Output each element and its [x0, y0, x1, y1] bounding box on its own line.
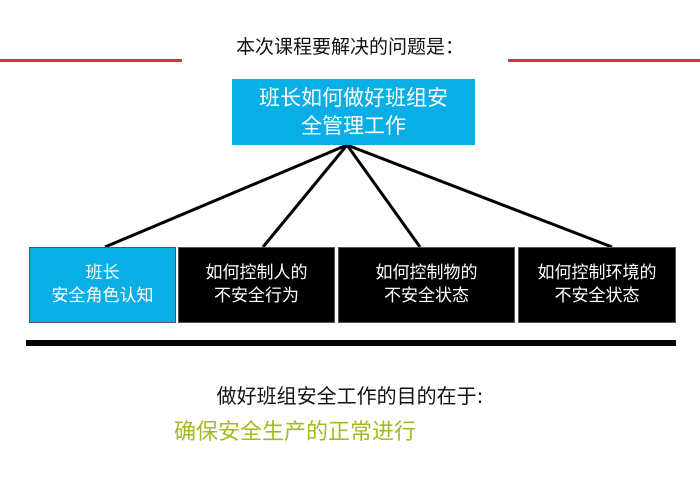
connector-line-2 [261, 144, 349, 248]
connector-line-3 [345, 144, 422, 248]
child-box-things: 如何控制物的不安全状态 [338, 247, 515, 323]
goal-text: 确保安全生产的正常进行 [173, 420, 416, 445]
connector-line-4 [346, 143, 613, 249]
child-line-2: 不安全状态 [384, 286, 469, 306]
child-line-2: 不安全状态 [554, 286, 640, 306]
child-line-1: 班长 [85, 263, 120, 284]
connector-line-1 [104, 143, 348, 249]
root-line-2: 全管理工作 [301, 114, 406, 138]
right-red-rule [508, 59, 700, 62]
divider-bar [26, 340, 676, 346]
slide-title: 本次课程要解决的问题是： [235, 36, 464, 58]
root-topic-box: 班长如何做好班组安全管理工作 [232, 79, 475, 145]
child-line-1: 如何控制人的 [205, 263, 308, 284]
purpose-text: 做好班组安全工作的目的在于: [216, 384, 484, 408]
left-red-rule [0, 59, 182, 62]
root-line-1: 班长如何做好班组安 [259, 85, 448, 110]
child-line-1: 如何控制物的 [375, 263, 478, 284]
child-box-environment: 如何控制环境的不安全状态 [518, 247, 676, 323]
child-box-people: 如何控制人的不安全行为 [178, 247, 335, 323]
child-box-role: 班长安全角色认知 [29, 247, 176, 323]
child-line-1: 如何控制环境的 [537, 263, 657, 284]
child-line-2: 安全角色认知 [51, 286, 154, 306]
child-line-2: 不安全行为 [214, 286, 299, 306]
